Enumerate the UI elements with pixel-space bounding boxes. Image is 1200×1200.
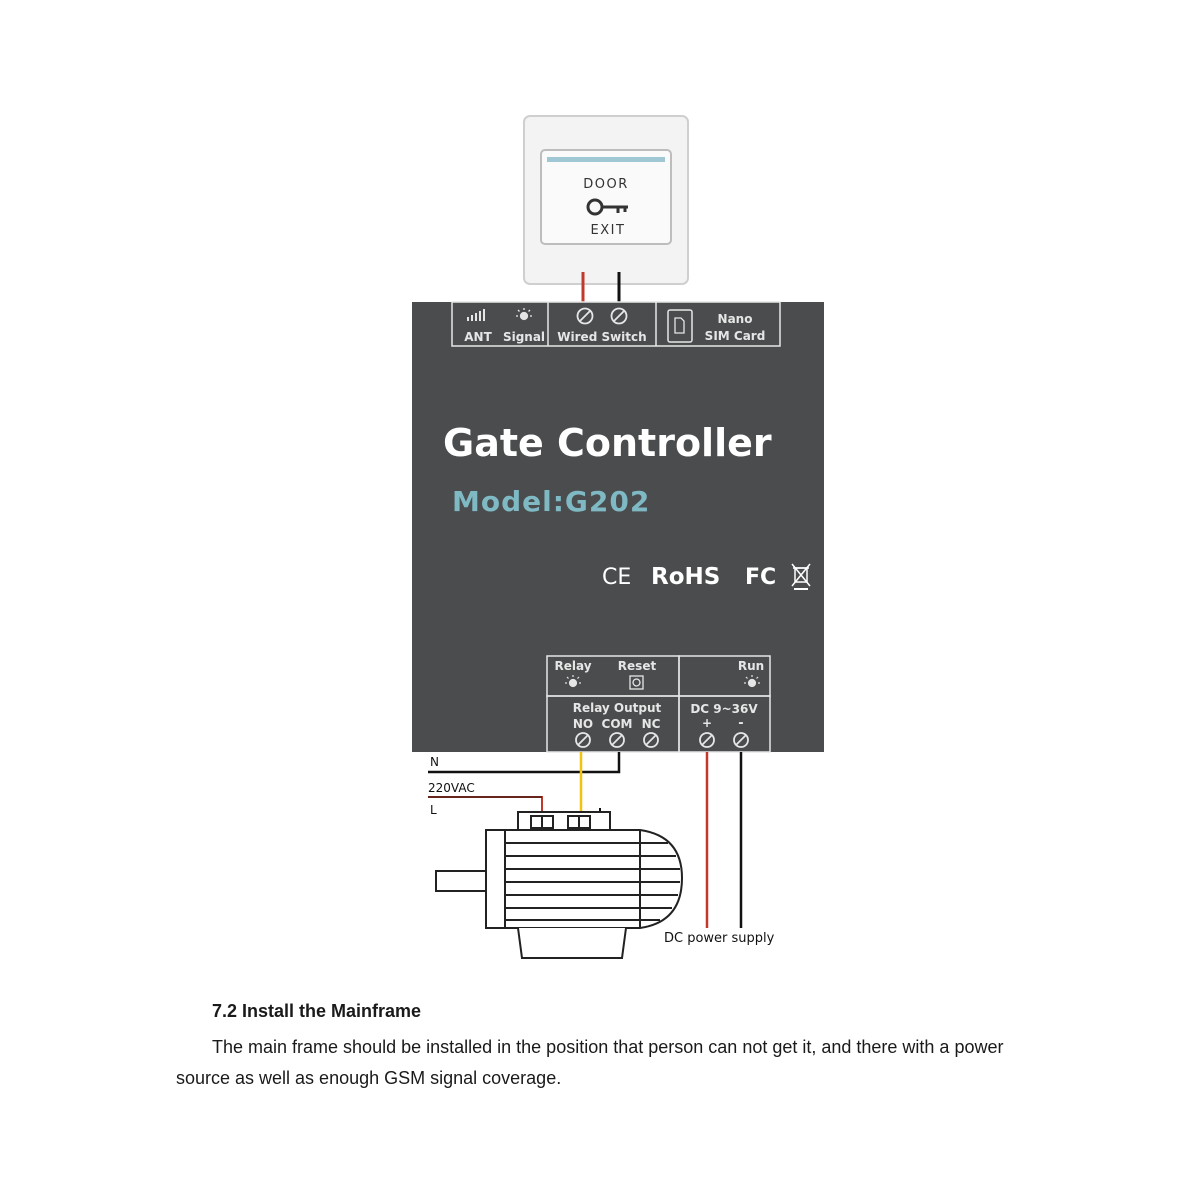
dc-voltage-label: DC 9~36V [690, 702, 758, 716]
no-terminal [575, 732, 591, 748]
run-led-icon [744, 675, 760, 688]
no-label: NO [573, 717, 593, 731]
signal-led-icon [516, 308, 532, 321]
device-model: Model:G202 [452, 485, 650, 518]
key-icon [586, 198, 628, 216]
neutral-label: N [430, 755, 439, 769]
relay-led-icon [565, 675, 581, 688]
wiring-diagram: DOOR EXIT [412, 115, 824, 959]
dc-supply-label: DC power supply [664, 931, 775, 946]
nc-label: NC [642, 717, 661, 731]
gate-controller-unit: ANT Signal Wired Switch Nano SIM Card Ga… [412, 301, 824, 753]
sim-card-icon [667, 309, 693, 343]
wired-switch-label: Wired Switch [557, 330, 646, 344]
wired-switch-terminal-1 [576, 307, 594, 325]
exit-label: EXIT [591, 223, 626, 238]
com-terminal [609, 732, 625, 748]
door-exit-button: DOOR EXIT [523, 115, 689, 285]
ant-label: ANT [464, 330, 492, 344]
ce-mark: CE [602, 565, 631, 590]
section-body: The main frame should be installed in th… [176, 1037, 1004, 1088]
antenna-signal-icon [467, 309, 485, 321]
com-label: COM [602, 717, 633, 731]
run-label: Run [738, 659, 764, 673]
motor-icon [435, 811, 684, 959]
relay-output-label: Relay Output [573, 701, 662, 715]
dc-plus-label: + [702, 716, 712, 730]
voltage-label: 220VAC [428, 781, 475, 795]
relay-label: Relay [554, 659, 591, 673]
dc-minus-terminal [733, 732, 749, 748]
device-title: Gate Controller [443, 421, 772, 465]
dc-minus-label: - [738, 716, 743, 731]
dc-plus-terminal [699, 732, 715, 748]
door-label: DOOR [583, 177, 629, 192]
reset-label: Reset [618, 659, 657, 673]
fcc-mark: FC [745, 565, 776, 590]
dc-input-block [678, 695, 771, 753]
weee-bin-icon [791, 563, 811, 590]
signal-label: Signal [503, 330, 545, 344]
rohs-mark: RoHS [651, 564, 720, 590]
reset-button-icon [629, 675, 644, 690]
wired-switch-terminal-2 [610, 307, 628, 325]
line-label: L [430, 803, 437, 817]
section-heading: 7.2 Install the Mainframe [212, 1001, 422, 1021]
nc-terminal [643, 732, 659, 748]
sim-label-line1: Nano [718, 312, 753, 326]
sim-label-line2: SIM Card [705, 329, 766, 343]
